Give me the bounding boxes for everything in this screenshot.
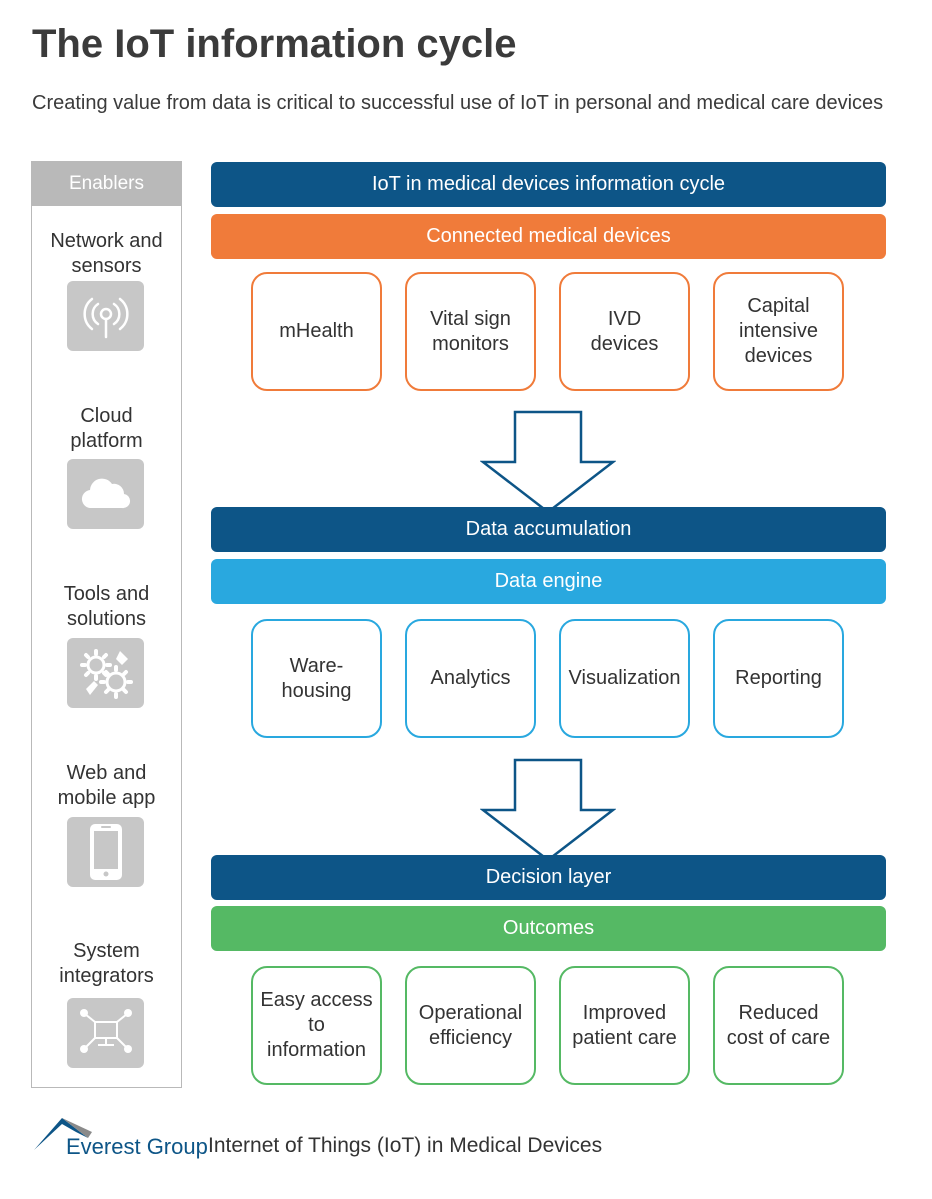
outcome-card-patient-care: Improved patient care <box>559 966 690 1085</box>
outcome-card-operational: Operational efficiency <box>405 966 536 1085</box>
cloud-icon <box>67 459 144 529</box>
device-card-mhealth: mHealth <box>251 272 382 391</box>
outcome-card-reduced-cost: Reduced cost of care <box>713 966 844 1085</box>
engine-card-reporting: Reporting <box>713 619 844 738</box>
data-engine-bar: Data engine <box>211 559 886 604</box>
page-subtitle: Creating value from data is critical to … <box>32 92 884 114</box>
enablers-header: Enablers <box>31 161 182 206</box>
down-arrow-1 <box>480 410 616 514</box>
enabler-label-tools: Tools and solutions <box>63 583 150 630</box>
everest-logo-icon <box>34 1118 92 1150</box>
cycle-header-bar: IoT in medical devices information cycle <box>211 162 886 207</box>
device-card-ivd: IVD devices <box>559 272 690 391</box>
connected-devices-bar: Connected medical devices <box>211 214 886 259</box>
mobile-phone-icon <box>67 817 144 887</box>
engine-card-analytics: Analytics <box>405 619 536 738</box>
enabler-label-web-mobile: Web and mobile app <box>57 762 156 809</box>
brand-name: Everest Group <box>66 1134 208 1159</box>
page-title: The IoT information cycle <box>32 22 517 66</box>
device-card-capital: Capital intensive devices <box>713 272 844 391</box>
device-card-vital-sign: Vital sign monitors <box>405 272 536 391</box>
network-icon <box>67 998 144 1068</box>
enabler-label-network: Network and sensors <box>50 230 163 277</box>
enabler-label-cloud: Cloud platform <box>70 405 143 452</box>
engine-card-visualization: Visualization <box>559 619 690 738</box>
down-arrow-2 <box>480 758 616 862</box>
footer-caption: Internet of Things (IoT) in Medical Devi… <box>208 1134 603 1157</box>
decision-layer-bar: Decision layer <box>211 855 886 900</box>
engine-card-warehousing: Ware- housing <box>251 619 382 738</box>
outcomes-bar: Outcomes <box>211 906 886 951</box>
data-accumulation-bar: Data accumulation <box>211 507 886 552</box>
gears-icon <box>67 638 144 708</box>
enabler-label-integrators: System integrators <box>59 940 154 987</box>
outcome-card-easy-access: Easy access to information <box>251 966 382 1085</box>
antenna-icon <box>67 281 144 351</box>
